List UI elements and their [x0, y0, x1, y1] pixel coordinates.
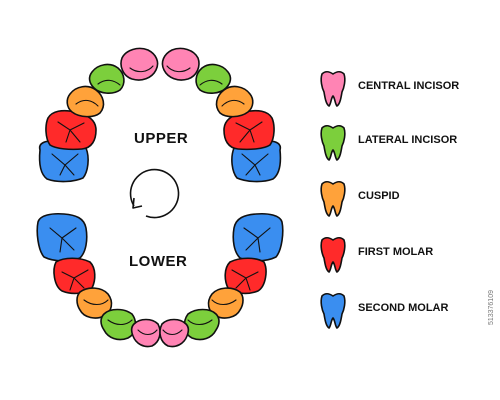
upper-arch-label: UPPER: [134, 130, 189, 147]
legend-label: CUSPID: [358, 190, 400, 202]
molar-tooth-icon: [320, 236, 346, 273]
lower-arch: [36, 212, 284, 348]
legend-item-second-molar: SECOND MOLAR: [318, 290, 488, 330]
molar-tooth-icon: [320, 292, 346, 329]
legend-item-central-incisor: CENTRAL INCISOR: [318, 68, 488, 108]
tooth-upper-central-incisor-left: [120, 47, 159, 81]
tooth-lower-lateral-incisor-right: [183, 308, 220, 341]
lower-arch-label: LOWER: [129, 253, 188, 270]
cuspid-tooth-icon: [320, 180, 346, 217]
tooth-upper-cuspid-right: [215, 85, 254, 118]
tooth-upper-lateral-incisor-right: [195, 63, 232, 94]
legend-item-first-molar: FIRST MOLAR: [318, 234, 488, 274]
tooth-upper-central-incisor-right: [161, 47, 200, 81]
incisor-tooth-icon: [320, 70, 346, 107]
tooth-lower-central-incisor-left: [130, 318, 161, 348]
legend-label: LATERAL INCISOR: [358, 134, 458, 146]
legend-label: SECOND MOLAR: [358, 302, 449, 314]
legend-item-lateral-incisor: LATERAL INCISOR: [318, 122, 488, 162]
tooth-lower-lateral-incisor-left: [100, 308, 137, 341]
clockwise-rotation-arrow-icon: [129, 168, 180, 219]
legend-label: CENTRAL INCISOR: [358, 80, 460, 92]
stock-watermark-id: 513376109: [488, 290, 495, 326]
tooth-lower-central-incisor-right: [159, 318, 190, 348]
tooth-lower-second-molar-left: [36, 212, 88, 262]
tooth-upper-lateral-incisor-left: [88, 63, 125, 94]
legend-item-cuspid: CUSPID: [318, 178, 488, 218]
upper-arch: [38, 47, 282, 183]
tooth-upper-cuspid-left: [66, 85, 105, 118]
tooth-upper-second-molar-right: [231, 140, 282, 183]
tooth-lower-second-molar-right: [232, 212, 284, 262]
incisor-tooth-icon: [320, 124, 346, 161]
legend-label: FIRST MOLAR: [358, 246, 434, 258]
